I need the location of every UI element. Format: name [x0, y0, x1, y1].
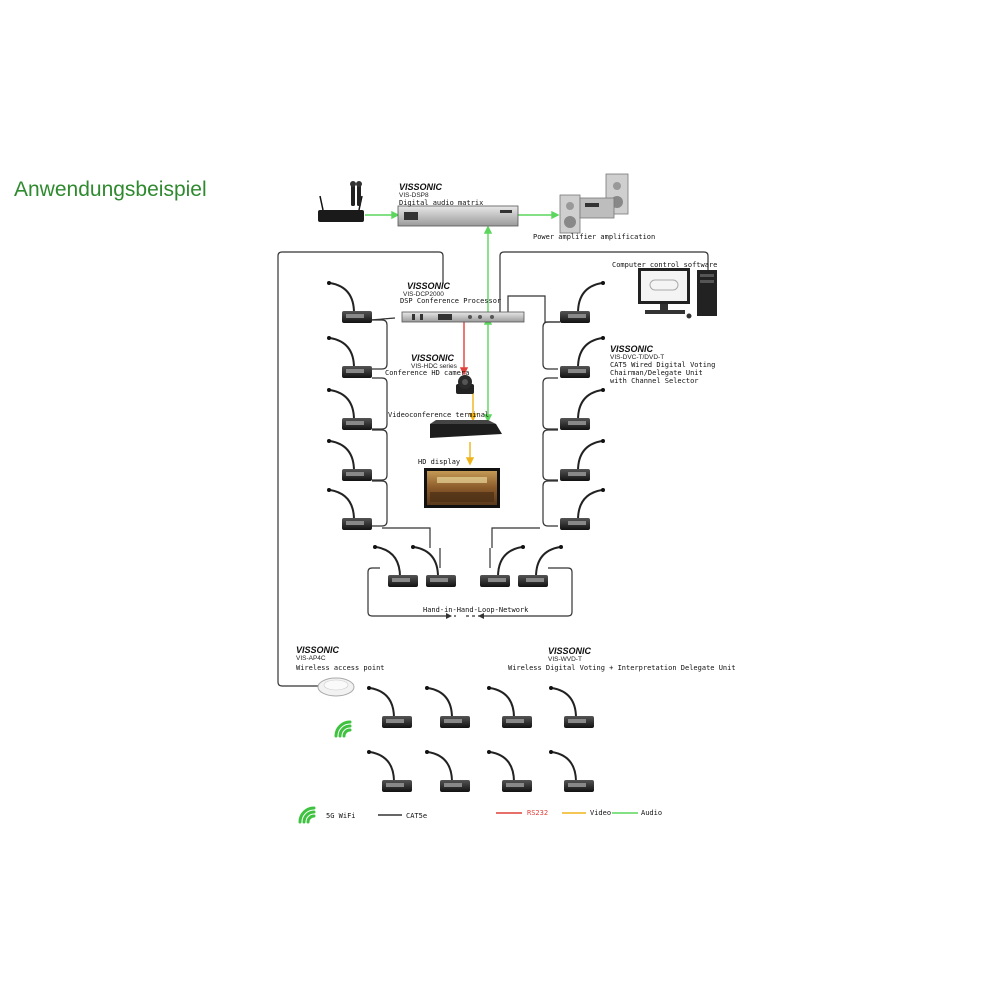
dsp8-desc: Digital audio matrix	[399, 199, 483, 208]
power-amplifier-speakers	[560, 174, 628, 233]
wireless-mic-receiver	[318, 181, 364, 222]
display-desc: HD display	[418, 458, 460, 467]
dsp8-rack-unit	[398, 206, 518, 226]
rs232-line	[461, 322, 467, 374]
wifi-icon	[336, 722, 350, 736]
legend-wifi-label: 5G WiFi	[326, 812, 356, 820]
dvc-model: VIS-DVC-T/DVD-T	[610, 354, 664, 361]
legend-rs232-label: RS232	[527, 809, 548, 817]
legend-wifi-icon	[300, 808, 314, 822]
camera-brand: VISSONIC	[411, 353, 454, 363]
legend-cat5e-label: CAT5e	[406, 812, 427, 820]
legend-audio-label: Audio	[641, 809, 662, 817]
computer-desc: Computer control software	[612, 261, 717, 270]
conference-units-right	[560, 281, 605, 530]
wireless-access-point	[318, 678, 354, 696]
ap-brand: VISSONIC	[296, 645, 339, 655]
page-title: Anwendungsbeispiel	[14, 178, 207, 202]
conference-units-left	[327, 281, 372, 530]
wireless-delegate-units	[367, 686, 594, 792]
camera-desc: Conference HD camera	[385, 369, 469, 378]
dvc-brand: VISSONIC	[610, 344, 653, 354]
videoconf-desc: Videoconference terminal	[388, 411, 489, 420]
videoconference-terminal	[430, 420, 502, 438]
loop-network-units	[373, 545, 563, 587]
wvd-model: VIS-WVD-T	[548, 656, 582, 663]
dcp2000-processor	[402, 312, 524, 322]
loop-network-label: Hand-in-Hand-Loop-Network	[423, 606, 528, 615]
hd-display	[424, 468, 500, 508]
ap-model: VIS-AP4C	[296, 655, 326, 662]
amplifier-desc: Power amplifier amplification	[533, 233, 655, 242]
dcp-desc: DSP Conference Processor	[400, 297, 501, 306]
dcp-brand: VISSONIC	[407, 281, 450, 291]
computer	[638, 268, 717, 319]
legend-video-label: Video	[590, 809, 611, 817]
dsp8-model: VIS-DSP8	[399, 192, 429, 199]
dvc-desc-3: with Channel Selector	[610, 377, 699, 386]
wvd-brand: VISSONIC	[548, 646, 591, 656]
dsp8-brand: VISSONIC	[399, 182, 442, 192]
wvd-desc: Wireless Digital Voting + Interpretation…	[508, 664, 736, 673]
ap-desc: Wireless access point	[296, 664, 385, 673]
